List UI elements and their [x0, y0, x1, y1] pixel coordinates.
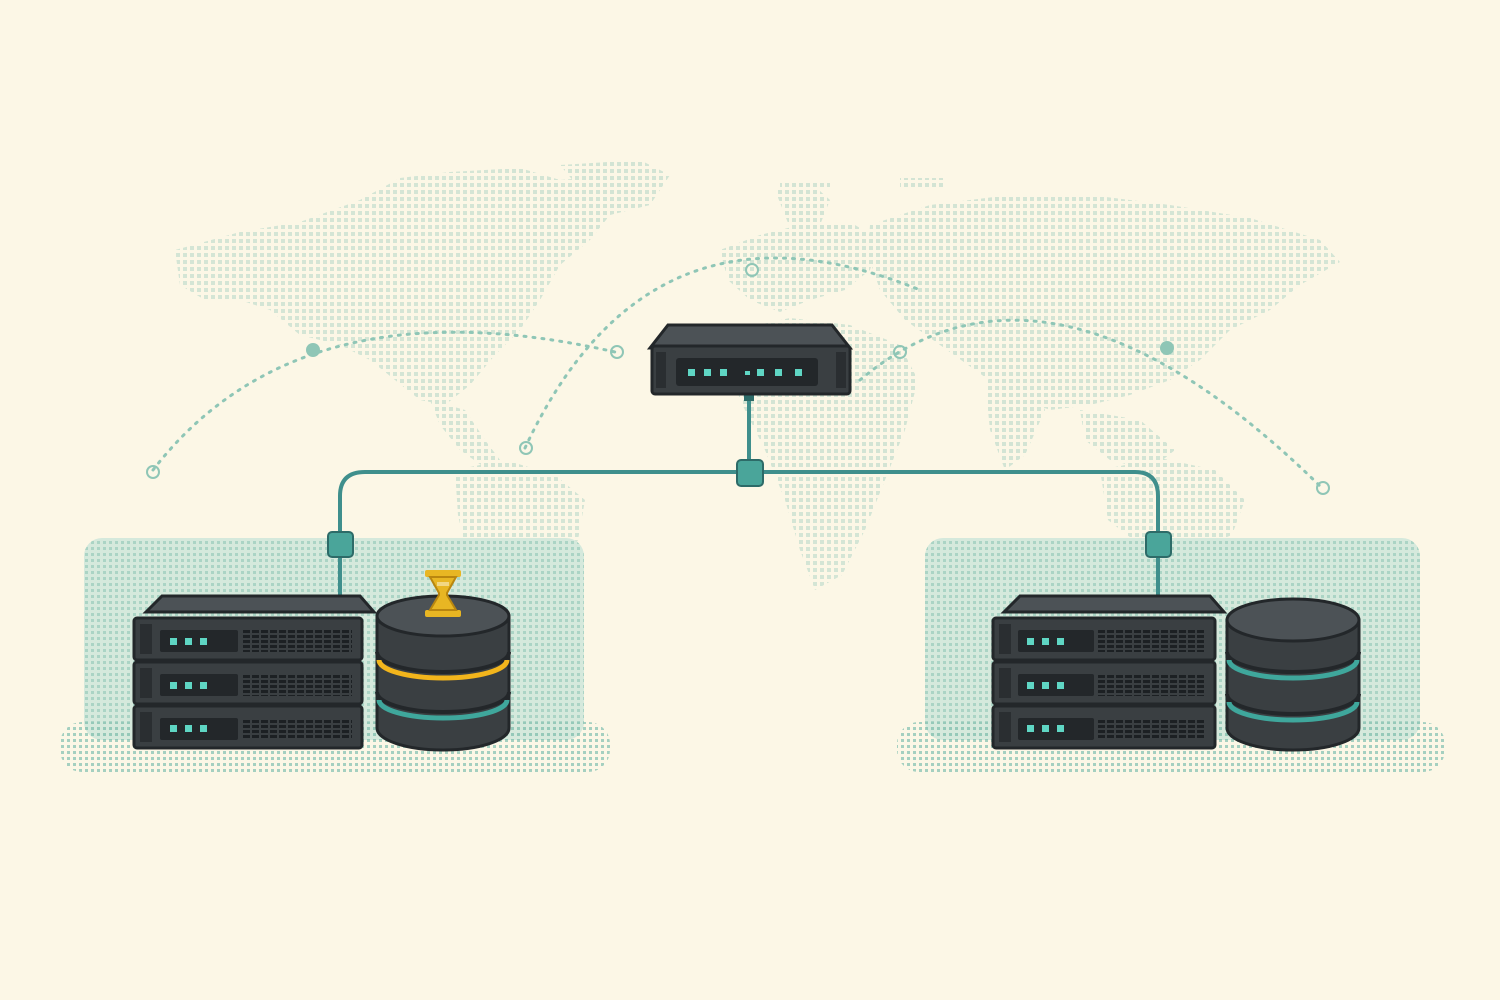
- server-unit: [991, 660, 1217, 706]
- route-node: [306, 343, 320, 357]
- route-node: [1316, 481, 1330, 495]
- route-node: [610, 345, 624, 359]
- router-icon: [646, 323, 854, 396]
- server-unit: [132, 616, 364, 662]
- server-rack-icon-right: [991, 594, 1228, 750]
- left-connector: [327, 531, 354, 558]
- sync-glow-ring: [376, 659, 510, 681]
- hub-connector: [736, 459, 764, 487]
- router-leds: [688, 369, 802, 376]
- cable-hub-to-right: [760, 470, 1160, 597]
- right-connector: [1145, 531, 1172, 558]
- database-icon-right: [1225, 597, 1361, 752]
- server-unit: [132, 660, 364, 706]
- route-node: [519, 441, 533, 455]
- route-arc-east: [858, 318, 1324, 490]
- route-node: [1160, 341, 1174, 355]
- route-arcs: [146, 256, 1330, 495]
- cable-connectors: [327, 393, 1172, 558]
- cable-hub-to-left: [338, 470, 740, 597]
- route-node: [146, 465, 160, 479]
- server-unit: [132, 704, 364, 750]
- hourglass-icon: [425, 570, 461, 617]
- server-rack-icon-left: [132, 594, 378, 750]
- server-unit: [991, 704, 1217, 750]
- database-icon-left: [375, 594, 511, 752]
- route-node: [893, 345, 907, 359]
- route-arc-west: [151, 330, 617, 472]
- network-cables: [338, 393, 1160, 597]
- route-arc-north: [523, 256, 922, 450]
- server-unit: [991, 616, 1217, 662]
- route-node: [745, 263, 759, 277]
